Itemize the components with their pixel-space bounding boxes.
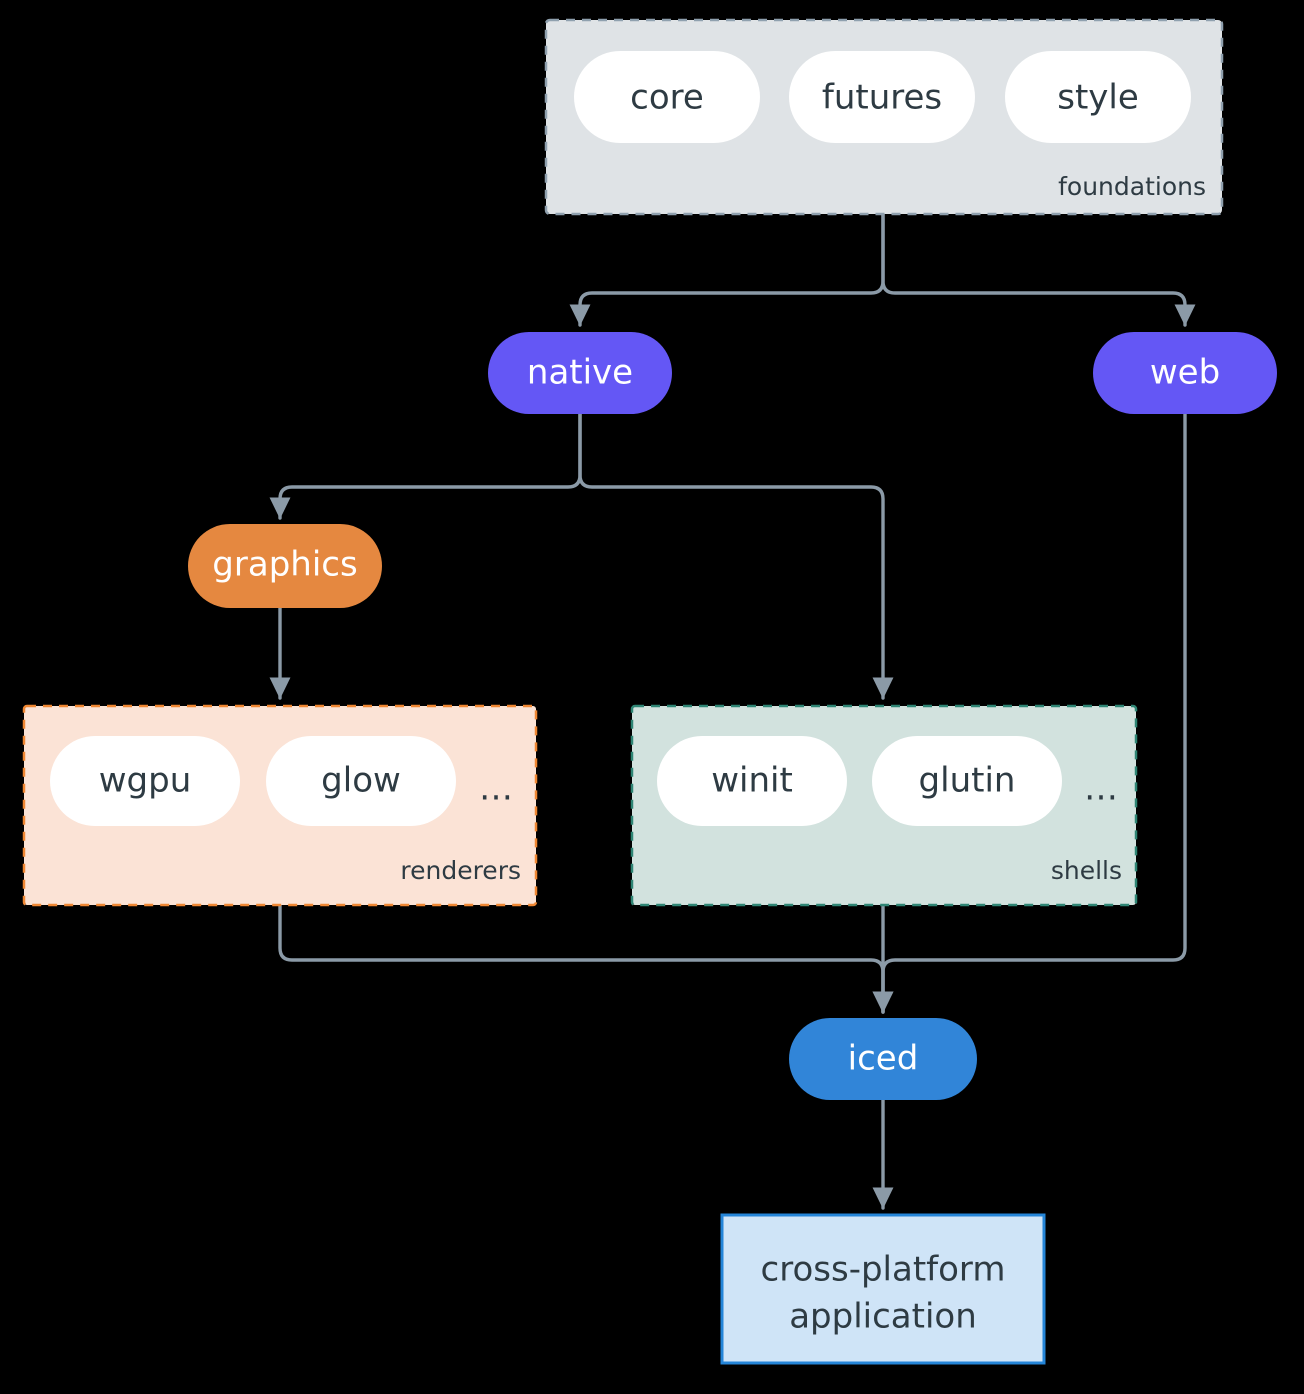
group-shells[interactable]: winit glutin … shells	[630, 704, 1138, 907]
pill-winit	[657, 736, 847, 826]
node-graphics[interactable]: graphics	[188, 524, 382, 608]
group-shells-label: shells	[1051, 856, 1122, 885]
group-foundations[interactable]: core futures style foundations	[544, 18, 1224, 216]
renderers-item-glow[interactable]: glow	[266, 736, 456, 826]
pill-core	[574, 51, 760, 143]
node-native[interactable]: native	[488, 332, 672, 414]
group-renderers[interactable]: wgpu glow … renderers	[22, 704, 538, 907]
node-application-shape	[720, 1213, 1046, 1365]
pill-wgpu-label: wgpu	[99, 761, 192, 801]
foundations-item-core[interactable]: core	[574, 51, 760, 143]
pill-wgpu	[50, 736, 240, 826]
node-iced[interactable]: iced	[789, 1018, 977, 1100]
group-foundations-label: foundations	[1058, 172, 1206, 201]
node-native-shape	[488, 332, 672, 414]
pill-futures-label: futures	[822, 78, 942, 118]
edge-renderers-to-iced	[278, 903, 894, 1014]
node-web-shape	[1093, 332, 1277, 414]
pill-futures	[789, 51, 975, 143]
pill-style-label: style	[1057, 78, 1139, 118]
pill-style	[1005, 51, 1191, 143]
edge-foundations-to-web	[881, 212, 1196, 327]
foundations-item-futures[interactable]: futures	[789, 51, 975, 143]
shells-item-winit[interactable]: winit	[657, 736, 847, 826]
edge-foundations-to-native	[569, 212, 885, 327]
node-graphics-shape	[188, 524, 382, 608]
shells-item-glutin[interactable]: glutin	[872, 736, 1062, 826]
node-graphics-label: graphics	[212, 545, 357, 585]
renderers-ellipsis: …	[479, 769, 513, 809]
edge-web-to-iced	[872, 412, 1187, 1014]
node-application[interactable]: cross-platform application	[720, 1213, 1046, 1365]
shells-ellipsis: …	[1084, 769, 1118, 809]
pill-core-label: core	[630, 78, 704, 118]
node-web-label: web	[1150, 353, 1220, 393]
edge-native-to-shells	[578, 412, 894, 700]
node-iced-label: iced	[848, 1039, 919, 1079]
pill-winit-label: winit	[711, 761, 793, 801]
node-application-label-line2: application	[789, 1297, 977, 1337]
foundations-item-style[interactable]: style	[1005, 51, 1191, 143]
pill-glutin	[872, 736, 1062, 826]
edge-native-to-graphics	[269, 412, 582, 520]
node-iced-shape	[789, 1018, 977, 1100]
pill-glutin-label: glutin	[919, 761, 1016, 801]
group-renderers-label: renderers	[400, 856, 521, 885]
node-application-label-line1: cross-platform	[761, 1250, 1006, 1290]
node-web[interactable]: web	[1093, 332, 1277, 414]
node-native-label: native	[527, 353, 633, 393]
edge-layer	[269, 212, 1196, 1210]
pill-glow	[266, 736, 456, 826]
pill-glow-label: glow	[321, 761, 401, 801]
renderers-item-wgpu[interactable]: wgpu	[50, 736, 240, 826]
